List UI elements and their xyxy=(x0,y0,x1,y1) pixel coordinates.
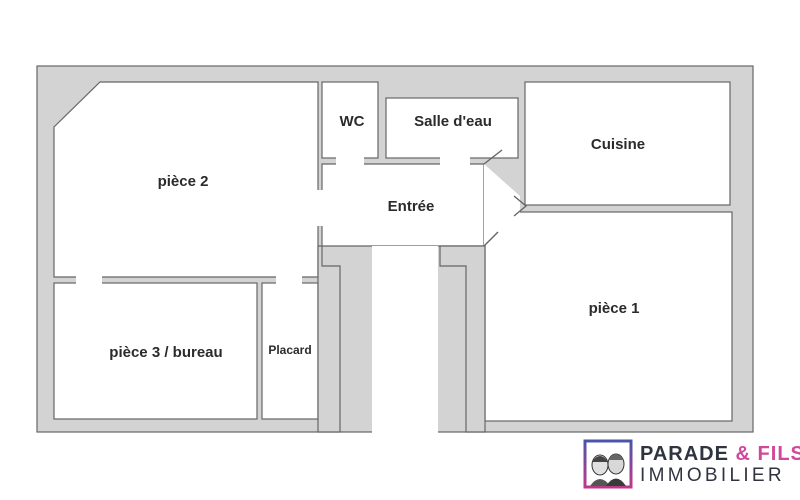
two-faces-portrait-icon xyxy=(583,439,633,489)
label-placard: Placard xyxy=(268,343,311,357)
label-wc: WC xyxy=(340,113,365,130)
doorway-entree-right xyxy=(484,164,520,246)
room-piece3 xyxy=(53,282,258,420)
doorway-wc-entree xyxy=(336,154,364,168)
label-salle-deau: Salle d'eau xyxy=(414,113,492,130)
brand-name: PARADE & FILS xyxy=(640,443,800,466)
brand-name-part1: PARADE xyxy=(640,443,729,465)
door-leaf-piece1 xyxy=(483,231,499,247)
room-piece1 xyxy=(484,211,733,422)
doorway-piece2-entree xyxy=(312,190,328,226)
front-entrance xyxy=(372,420,438,434)
room-cuisine xyxy=(524,81,731,206)
label-entree: Entrée xyxy=(388,198,435,215)
doorway-salle-deau-entree xyxy=(440,154,470,168)
brand-logo: PARADE & FILS IMMOBILIER xyxy=(582,438,800,492)
room-piece2 xyxy=(53,81,319,278)
doorway-piece2-piece3 xyxy=(76,274,102,286)
doorway-piece2-placard xyxy=(276,274,302,286)
label-piece1: pièce 1 xyxy=(589,300,640,317)
wall-corridor-right xyxy=(439,245,486,433)
door-leaf-salle-deau xyxy=(483,149,503,165)
wall-corridor-left xyxy=(317,245,341,433)
label-piece2: pièce 2 xyxy=(158,173,209,190)
door-leaf-cuisine xyxy=(513,195,528,217)
brand-name-part2: FILS xyxy=(757,443,800,465)
brand-subtitle: IMMOBILIER xyxy=(640,465,785,486)
corridor-extension xyxy=(372,246,438,432)
label-piece3: pièce 3 / bureau xyxy=(109,344,222,361)
brand-ampersand: & xyxy=(735,443,751,465)
room-salle-deau xyxy=(385,97,519,159)
label-cuisine: Cuisine xyxy=(591,136,645,153)
